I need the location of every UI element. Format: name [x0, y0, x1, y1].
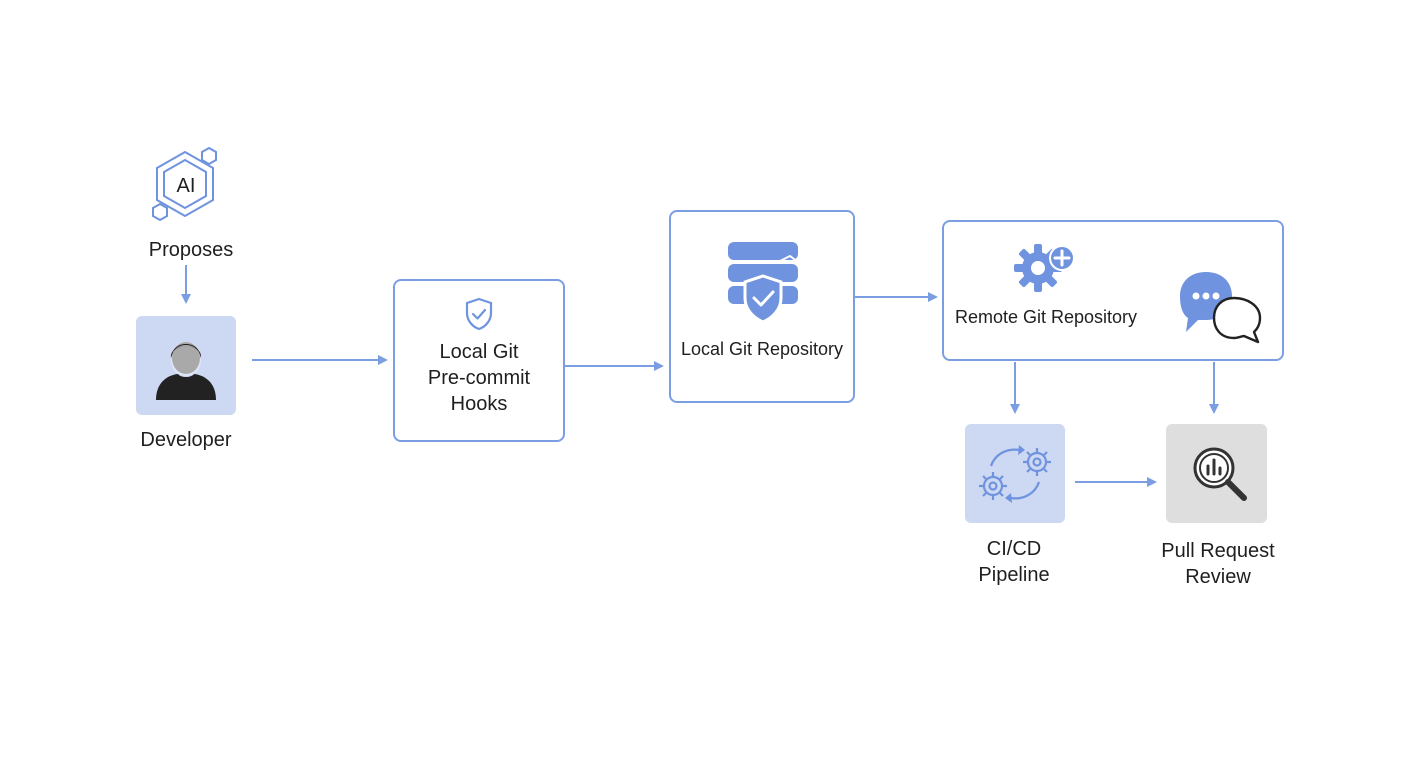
- hooks-label-line-2: Pre-commit: [427, 367, 531, 389]
- user-icon: [156, 342, 216, 400]
- remote-repo-label: Remote Git Repository: [954, 307, 1138, 327]
- local-git-repository-node[interactable]: Local Git Repository: [669, 210, 855, 403]
- pr-review-label-line-2: Review: [1185, 566, 1251, 588]
- hooks-label-line-3: Hooks: [450, 393, 508, 415]
- shield-check-icon: [465, 297, 493, 331]
- ai-hexagon-icon: [152, 146, 217, 222]
- remote-git-repository-node[interactable]: Remote Git Repository: [942, 220, 1284, 361]
- gear-plus-icon: [1014, 244, 1075, 292]
- cicd-pipeline-tile[interactable]: [965, 424, 1065, 523]
- gears-cycle-icon: [979, 445, 1051, 503]
- pre-commit-hooks-node[interactable]: Local Git Pre-commit Hooks: [393, 279, 565, 442]
- developer-tile[interactable]: [136, 316, 236, 415]
- cicd-label-line-1: CI/CD: [986, 538, 1042, 560]
- chat-bubbles-icon: [1180, 272, 1262, 344]
- pull-request-review-tile[interactable]: [1166, 424, 1267, 523]
- magnifier-chart-icon: [1193, 447, 1247, 501]
- cicd-label-line-2: Pipeline: [978, 564, 1050, 586]
- local-repo-label: Local Git Repository: [680, 339, 844, 359]
- hooks-label-line-1: Local Git: [439, 341, 519, 363]
- proposes-label: Proposes: [148, 239, 234, 261]
- developer-label: Developer: [140, 429, 232, 451]
- ai-badge: AI: [176, 175, 196, 197]
- pr-review-label-line-1: Pull Request: [1161, 540, 1275, 562]
- database-shield-icon: [728, 242, 799, 324]
